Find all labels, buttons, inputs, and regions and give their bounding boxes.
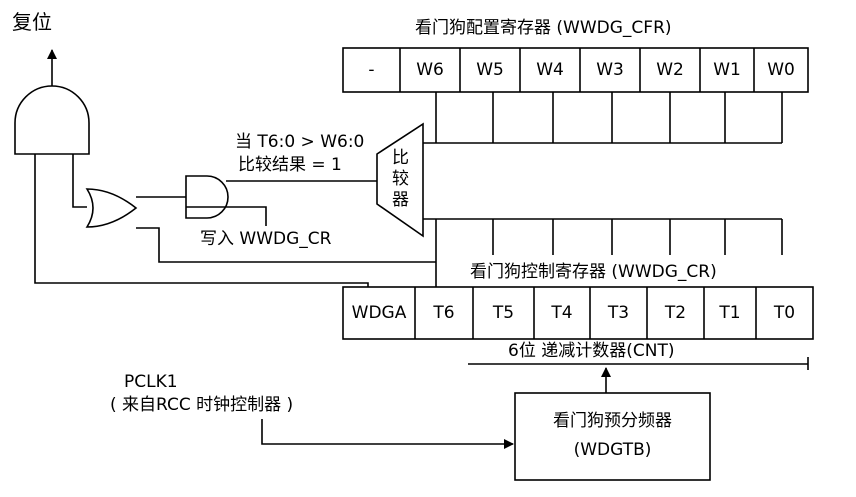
cfr-bit-w2: W2 — [656, 60, 684, 80]
counter-label: 6位 递减计数器(CNT) — [508, 341, 675, 361]
cr-bit-t3: T3 — [607, 303, 630, 323]
comparator-char-1: 比 — [392, 148, 409, 168]
comparator-block — [376, 122, 424, 238]
and-gate-compare — [185, 175, 229, 219]
cfr-bit-w1: W1 — [713, 60, 741, 80]
cr-register-box — [342, 286, 814, 340]
cfr-bit-dividers — [399, 48, 755, 92]
prescaler-title: 看门狗预分频器 — [553, 411, 672, 431]
cr-bit-dividers — [414, 287, 757, 339]
cr-bus — [423, 218, 783, 287]
cr-bit-t6: T6 — [433, 303, 455, 323]
pclk-source-label: ( 来自RCC 时钟控制器 ) — [110, 395, 294, 415]
reset-label: 复位 — [12, 10, 52, 34]
counter-bracket — [468, 357, 809, 370]
write-input-wire — [186, 206, 267, 226]
condition-label-2: 比较结果 = 1 — [238, 155, 342, 175]
or-gate — [85, 188, 138, 228]
cfr-register-box — [342, 47, 809, 93]
cr-bit-t4: T4 — [551, 303, 573, 323]
cr-bit-t2: T2 — [664, 303, 687, 323]
t6-feedback-wire — [136, 227, 436, 263]
cfr-bit-unused: - — [368, 60, 375, 80]
comparator-char-3: 器 — [392, 190, 409, 210]
cr-title: 看门狗控制寄存器 (WWDG_CR) — [470, 262, 717, 282]
comparator-char-2: 较 — [392, 169, 409, 189]
prescaler-box — [514, 392, 711, 481]
cfr-bit-w5: W5 — [476, 60, 504, 80]
pclk-to-prescaler-arrow — [261, 419, 514, 449]
cfr-bus — [423, 92, 783, 144]
cr-bit-t0: T0 — [773, 303, 796, 323]
pclk-label: PCLK1 — [124, 372, 178, 392]
cfr-bit-w6: W6 — [416, 60, 444, 80]
cr-bit-t5: T5 — [492, 303, 515, 323]
cfr-bit-w0: W0 — [767, 60, 795, 80]
wdga-wire — [34, 154, 369, 287]
condition-label-1: 当 T6:0 > W6:0 — [235, 132, 365, 152]
or-to-and-wire — [72, 154, 87, 208]
cr-bit-t1: T1 — [719, 303, 741, 323]
cfr-title: 看门狗配置寄存器 (WWDG_CFR) — [415, 18, 672, 38]
write-label: 写入 WWDG_CR — [200, 229, 332, 249]
prescaler-subtitle: (WDGTB) — [573, 440, 652, 460]
cfr-bit-w4: W4 — [536, 60, 564, 80]
and-gate-reset — [14, 85, 90, 155]
cfr-bit-w3: W3 — [596, 60, 624, 80]
cr-bit-wdga: WDGA — [351, 303, 407, 323]
